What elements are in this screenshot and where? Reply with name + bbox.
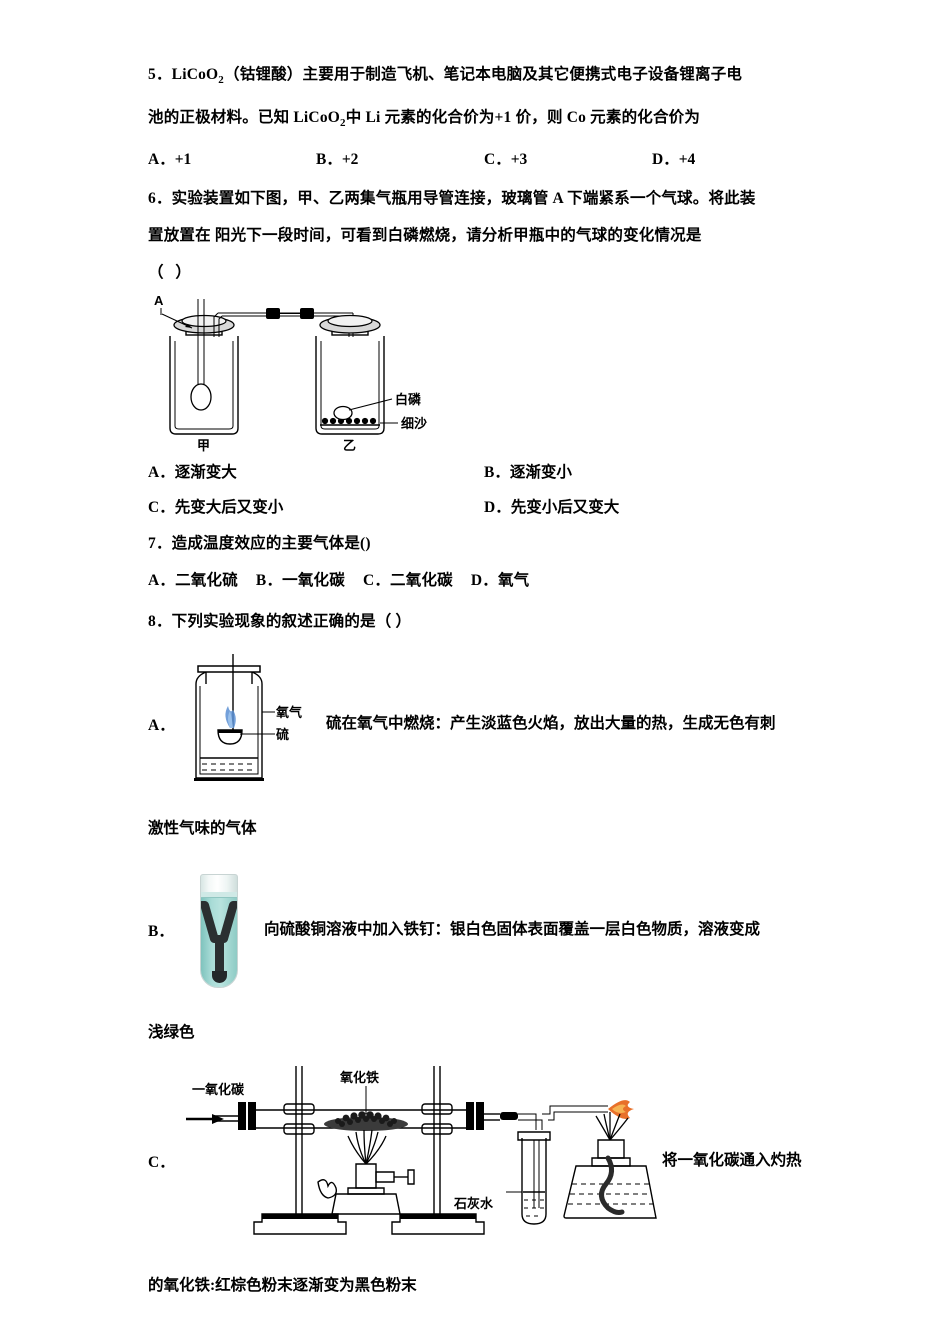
q6-figure-two-gas-bottles: A (148, 293, 820, 455)
q5-line2-subscript: 2 (340, 117, 346, 130)
exhaust-burner-lamp (563, 1100, 657, 1219)
label-bottle-yi: 乙 (343, 438, 356, 453)
q8-option-c-label: C． (148, 1154, 175, 1172)
label-iron-oxide: 氧化铁 (339, 1070, 379, 1085)
q7-option-d[interactable]: D．氧气 (470, 572, 530, 590)
q8-option-c-figure: 氧化铁 一氧化碳 (178, 1066, 658, 1251)
sulfur-burning-jar-svg: 氧气 硫 (194, 654, 302, 782)
q6-option-c[interactable]: C．先变大后又变小 (148, 499, 284, 517)
q5-option-d[interactable]: D．+4 (652, 151, 696, 169)
q8-option-a-row[interactable]: A． (148, 654, 820, 794)
label-glass-tube-a: A (154, 293, 164, 308)
q7-option-b[interactable]: B．一氧化碳 (255, 572, 345, 590)
q6-line-2: 置放置在 阳光下一段时间，可看到白磷燃烧，请分析甲瓶中的气球的变化情况是 (148, 227, 702, 245)
q5-line-2: 池的正极材料。已知 LiCoO2中 Li 元素的化合价为+1 价，则 Co 元素… (148, 99, 820, 142)
q7-option-a[interactable]: A．二氧化硫 (148, 572, 238, 590)
q8-option-a-figure: 氧气 硫 (178, 654, 318, 794)
q5-line1-pre: 5．LiCoO (148, 66, 219, 83)
iron-nail-stem (215, 935, 224, 982)
question-6: 6．实验装置如下图，甲、乙两集气瓶用导管连接，玻璃管 A 下端紧系一个气球。将此… (148, 180, 820, 525)
q8-option-a-text: 硫在氧气中燃烧：产生淡蓝色火焰，放出大量的热，生成无色有刺 (326, 715, 776, 733)
q5-line1-subscript: 2 (218, 74, 224, 87)
q5-line1-post: （钴锂酸）主要用于制造飞机、笔记本电脑及其它便携式电子设备锂离子电 (224, 66, 743, 83)
q7-options: A．二氧化硫 B．一氧化碳 C．二氧化碳 D．氧气 (148, 562, 820, 599)
q8-option-a-continuation: 激性气味的气体 (148, 820, 257, 838)
alcohol-lamp-heating (317, 1130, 415, 1215)
q8-option-c-row[interactable]: C． (148, 1066, 820, 1251)
limewater-test-tube: 石灰水 (453, 1131, 551, 1225)
label-carbon-monoxide: 一氧化碳 (192, 1082, 245, 1097)
question-7: 7．造成温度效应的主要气体是() A．二氧化硫 B．一氧化碳 C．二氧化碳 D．氧气 (148, 525, 820, 599)
q6-option-d[interactable]: D．先变小后又变大 (484, 499, 620, 517)
q5-line2-pre: 池的正极材料。已知 LiCoO (148, 109, 341, 127)
q6-options-row-2: C．先变大后又变小 D．先变小后又变大 (148, 490, 820, 525)
two-gas-bottles-svg: A (154, 293, 427, 453)
q8-option-c-text: 将一氧化碳通入灼热 (662, 1152, 802, 1170)
q8-option-a-label: A． (148, 717, 175, 735)
q6-option-b[interactable]: B．逐渐变小 (484, 464, 572, 482)
q6-line-1: 6．实验装置如下图，甲、乙两集气瓶用导管连接，玻璃管 A 下端紧系一个气球。将此… (148, 190, 756, 208)
q8-option-b-label: B． (148, 923, 174, 941)
q6-options-row-1: A．逐渐变大 B．逐渐变小 (148, 455, 820, 490)
label-white-phosphorus: 白磷 (395, 392, 422, 407)
question-5: 5．LiCoO2（钴锂酸）主要用于制造飞机、笔记本电脑及其它便携式电子设备锂离子… (148, 56, 820, 177)
q8-option-b-continuation: 浅绿色 (148, 1024, 195, 1042)
question-8: 8．下列实验现象的叙述正确的是（ ） A． (148, 603, 820, 1303)
iron-nail-tip (212, 971, 227, 984)
q5-options: A．+1 B．+2 C．+3 D．+4 (148, 142, 820, 177)
iron-oxide-powder (324, 1111, 408, 1132)
label-limewater: 石灰水 (453, 1196, 494, 1211)
liquid-surface (201, 892, 237, 899)
test-tube-glass (200, 874, 238, 989)
q8-option-b-figure (196, 874, 242, 989)
co-reduces-iron-oxide-svg: 氧化铁 一氧化碳 (186, 1066, 657, 1235)
q8-line-1: 8．下列实验现象的叙述正确的是（ ） (148, 613, 412, 631)
label-bottle-jia: 甲 (197, 438, 210, 453)
q5-line-1: 5．LiCoO2（钴锂酸）主要用于制造飞机、笔记本电脑及其它便携式电子设备锂离子… (148, 56, 820, 99)
q5-line2-post: 中 Li 元素的化合价为+1 价，则 Co 元素的化合价为 (345, 109, 701, 127)
label-fine-sand: 细沙 (401, 416, 427, 431)
q8-option-c-continuation: 的氧化铁:红棕色粉末逐渐变为黑色粉末 (148, 1277, 417, 1295)
q8-option-b-row[interactable]: B． 向硫酸铜溶液中加入铁钉：银白色固体表面覆盖一层白色物质，溶液变成 (148, 874, 820, 989)
label-oxygen: 氧气 (275, 705, 302, 720)
page-content: 5．LiCoO2（钴锂酸）主要用于制造飞机、笔记本电脑及其它便携式电子设备锂离子… (148, 56, 820, 1303)
q5-option-b[interactable]: B．+2 (316, 151, 359, 169)
q7-line-1: 7．造成温度效应的主要气体是() (148, 535, 371, 553)
q6-answer-blank: （ ） (148, 264, 195, 282)
q5-option-a[interactable]: A．+1 (148, 151, 192, 169)
label-sulfur: 硫 (276, 727, 289, 742)
q6-option-a[interactable]: A．逐渐变大 (148, 464, 237, 482)
q5-option-c[interactable]: C．+3 (484, 151, 528, 169)
q7-option-c[interactable]: C．二氧化碳 (362, 572, 453, 590)
q8-option-b-text: 向硫酸铜溶液中加入铁钉：银白色固体表面覆盖一层白色物质，溶液变成 (264, 921, 761, 939)
